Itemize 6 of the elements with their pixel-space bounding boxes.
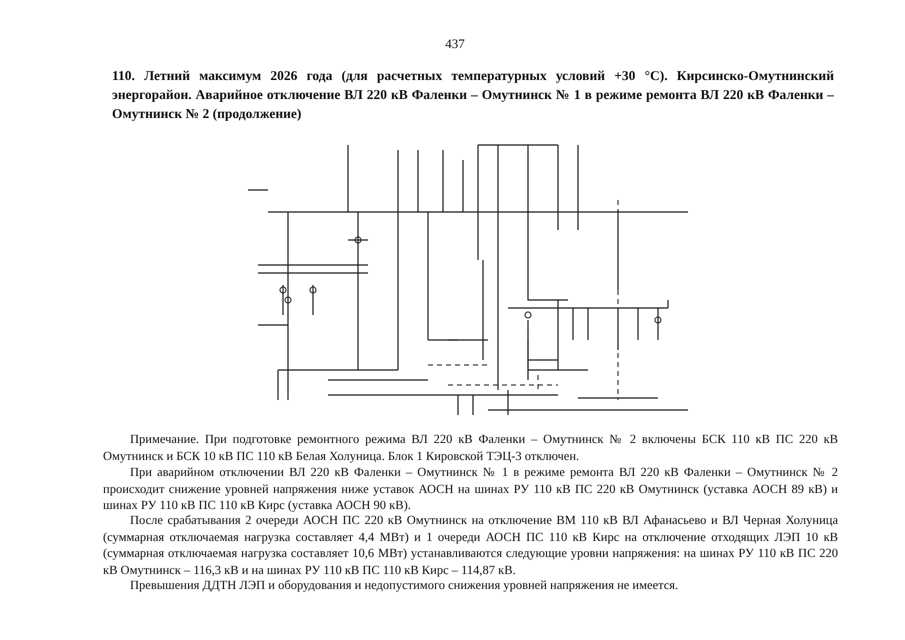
note-paragraph: Превышения ДДТН ЛЭП и оборудования и недопустимого снижения уровней напряжения не имеется. [129,577,680,594]
note-paragraph: После срабатывания 2 очереди АОСН ПС 220 кВ Омутнинск на отключение ВМ 110 кВ ВЛ Афанасьево и ВЛ Черная Холуница (суммарная отключаемая нагрузка составляет 4,4 МВт) и 1 очереди АОСН ПС 110 кВ Кирс на отключение отходящих ЛЭП 10 кВ (суммарная отключаемая нагрузка составляет 10,6 МВт) устанавливаются следующие уровни напряжения: на шинах РУ 110 кВ ПС 220 кВ Омутнинск – 116,3 кВ и на шинах РУ 110 кВ ПС 110 кВ Кирс – 114,87 кВ. [103,512,838,578]
note-paragraph: При аварийном отключении ВЛ 220 кВ Фаленки – Омутнинск № 1 в режиме ремонта ВЛ 220 кВ Фаленки – Омутнинск № 2 происходит снижение уровней напряжения ниже уставок АОСН на шинах РУ 110 кВ ПС 220 кВ Омутнинск (уставка АОСН 89 кВ) и шинах РУ 110 кВ ПС 110 кВ Кирс (уставка АОСН 90 кВ). [103,464,838,514]
heading: 110. Летний максимум 2026 года (для расчетных температурных условий +30 °С). Кирсинско-Омутнинский энергорайон. Аварийное отключение ВЛ 220 кВ Фаленки – Омутнинск № 1 в режиме ремонта ВЛ 220 кВ Фаленки – Омутнинск № 2 (продолжение) [112,67,834,123]
page-number: 437 [444,36,466,52]
note-paragraph: Примечание. При подготовке ремонтного режима ВЛ 220 кВ Фаленки – Омутнинск № 2 включены БСК 110 кВ ПС 220 кВ Омутнинск и БСК 10 кВ ПС 110 кВ Белая Холуница. Блок 1 Кировской ТЭЦ-3 отключен. [103,431,838,464]
